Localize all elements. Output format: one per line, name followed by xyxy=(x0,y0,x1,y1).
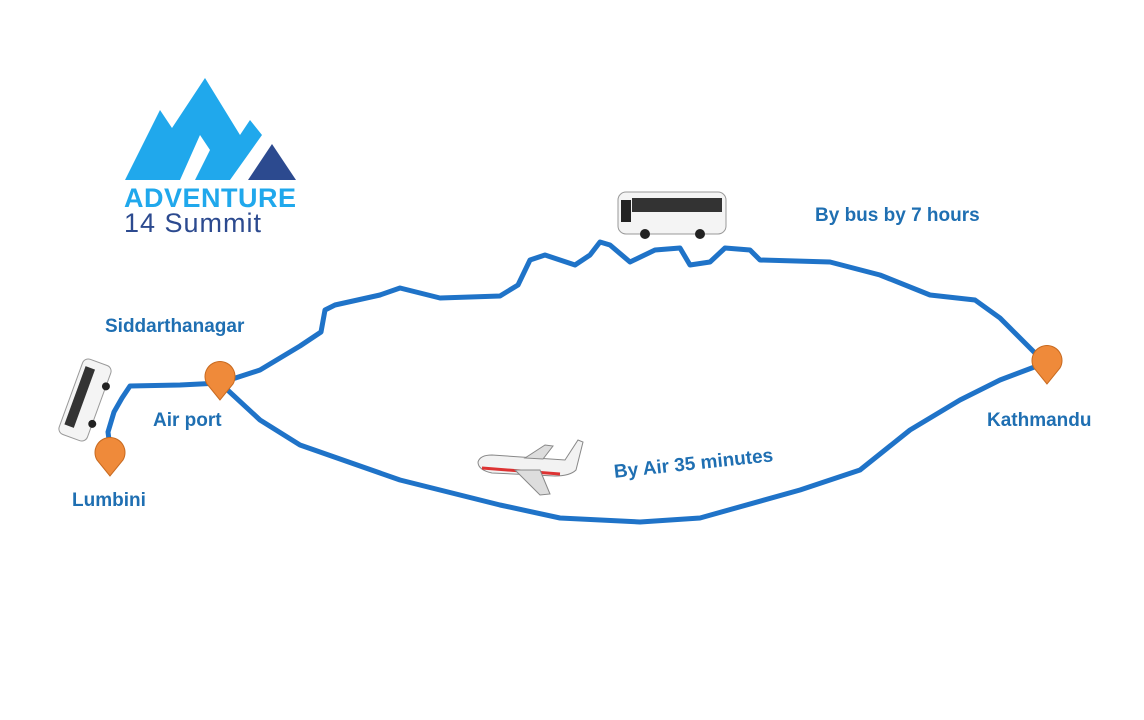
bus-icon xyxy=(617,191,727,239)
label-siddarthanagar: Siddarthanagar xyxy=(105,316,245,337)
pin-lumbini-icon xyxy=(94,437,126,477)
label-lumbini: Lumbini xyxy=(72,490,146,511)
bus-side-icon xyxy=(58,358,112,442)
pin-kathmandu-icon xyxy=(1031,345,1063,385)
logo-subtitle: 14 Summit xyxy=(124,208,263,238)
label-kathmandu: Kathmandu xyxy=(987,410,1092,431)
pin-airport-icon xyxy=(204,361,236,401)
air-route-line xyxy=(217,360,1048,525)
label-bus-route: By bus by 7 hours xyxy=(815,205,980,226)
bus-route-line xyxy=(105,239,1048,451)
airplane-icon xyxy=(477,439,584,496)
logo-title: ADVENTURE xyxy=(124,183,297,213)
label-airport: Air port xyxy=(153,410,222,431)
logo-mountains-icon xyxy=(125,78,296,180)
